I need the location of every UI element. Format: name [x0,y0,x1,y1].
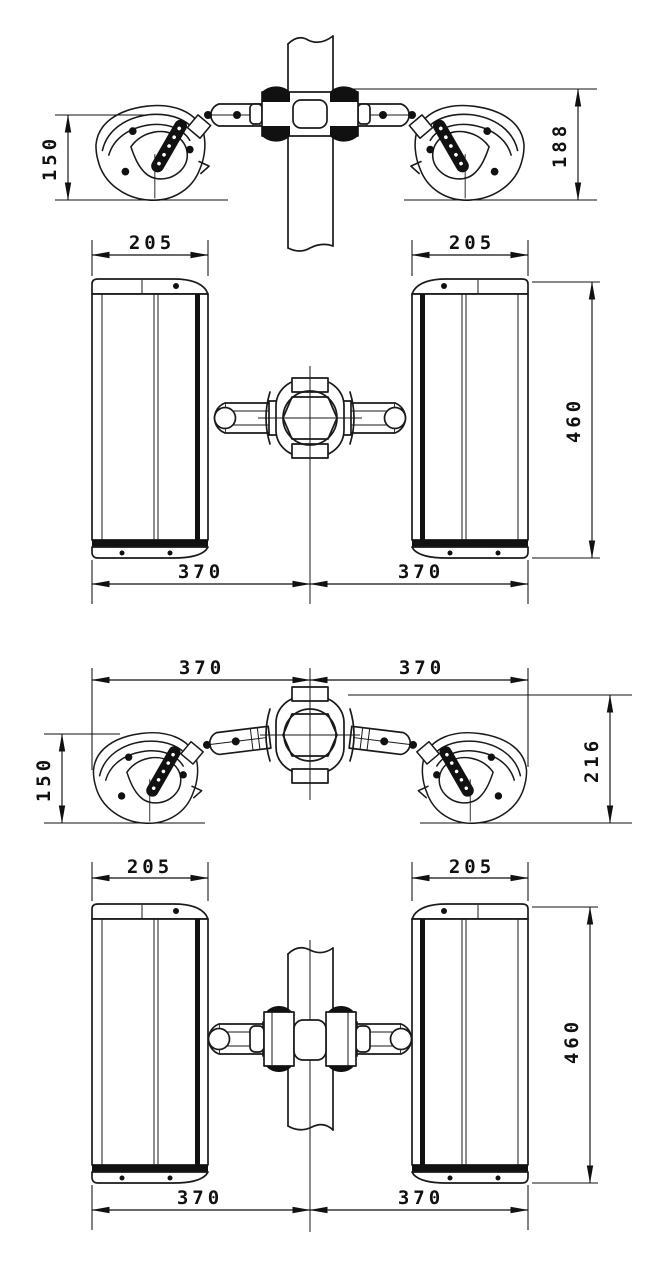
lamp-head-left [92,731,204,825]
dim-label-205-left: 205 [127,856,173,878]
dimension-205-left: 205 [91,856,209,901]
dim-label-216: 216 [581,737,603,783]
luminaire-panel-left [91,278,209,559]
dimension-370-pair: 370 370 [91,560,529,604]
view-side-elevation: 150 188 [39,35,597,252]
dim-label-370-right: 370 [399,657,445,679]
dimension-150: 150 [39,114,228,201]
dim-label-188: 188 [549,122,571,168]
lamp-head-right [408,104,525,201]
pole-clamp [249,1006,371,1072]
dimension-205-right: 205 [411,856,529,901]
lamp-head-left [95,104,212,201]
view-plan-top: 205 205 460 370 370 [91,232,600,604]
view-plan-bottom: 205 205 460 370 370 [91,856,598,1232]
mounting-arm-right [348,725,420,758]
dimension-150: 150 [33,733,205,824]
luminaire-panel-right [411,903,529,1184]
mounting-arm-left [200,725,272,758]
dim-label-460: 460 [561,1018,583,1064]
pole-clamp-hub [258,366,362,604]
dim-label-460: 460 [563,397,585,443]
pole [287,940,334,1232]
dim-label-370-right: 370 [398,561,444,583]
dim-label-370-left: 370 [177,1187,223,1209]
dim-label-150: 150 [39,135,61,181]
dim-label-150: 150 [33,756,55,802]
dimension-460: 460 [532,906,598,1184]
dimension-370-pair: 370 370 [91,657,529,800]
dim-label-370-left: 370 [178,561,224,583]
dim-label-370-left: 370 [179,657,225,679]
dimension-205-left: 205 [91,232,209,276]
dimension-370-pair: 370 370 [91,1185,529,1230]
view-front-elevation: 370 370 150 216 [33,657,632,825]
dimension-460: 460 [532,281,600,559]
dim-label-205-right: 205 [449,856,495,878]
dim-label-370-right: 370 [398,1187,444,1209]
dimension-216: 216 [348,694,632,824]
pole-clamp [249,86,371,142]
luminaire-panel-right [411,278,529,559]
pole [287,35,334,252]
lamp-head-right [416,731,528,825]
dim-label-205-left: 205 [129,232,175,254]
dim-label-205-right: 205 [449,232,495,254]
luminaire-panel-left [91,903,209,1184]
dimension-188: 188 [352,88,597,201]
dimension-205-right: 205 [411,232,529,276]
